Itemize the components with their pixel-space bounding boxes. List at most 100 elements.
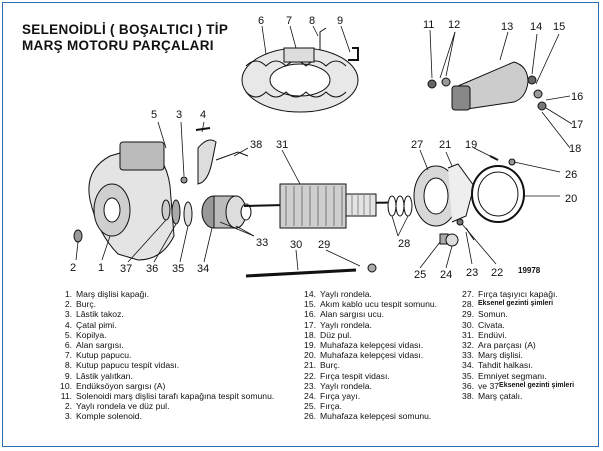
legend-item-number: 18. [304, 329, 316, 340]
cover-band-drawing [471, 158, 525, 223]
legend-item: 6.Alan sargısı. [52, 340, 274, 350]
legend-item-text: Muhafaza kelepçesi vidası. [320, 340, 424, 351]
callout-18: 18 [569, 143, 581, 155]
legend-item-text: Ara parçası (A) [478, 340, 536, 351]
legend-item-text: Fırça taşıyıcı kapağı. [478, 289, 558, 299]
pinion-drawing [201, 195, 252, 229]
legend-item: 21.Burç. [296, 360, 437, 370]
legend-item-number: 36. [462, 380, 474, 391]
callout-21: 21 [439, 139, 451, 151]
legend-item-text: Kutup papucu tespit vidası. [76, 360, 180, 371]
legend-column-1: 1.Marş dişlisi kapağı.2.Burç.3.Lâstik ta… [52, 289, 274, 422]
legend-item: 31.Endüvi. [454, 330, 574, 340]
diagram-title: SELENOİDLİ ( BOŞALTICI ) TİP MARŞ MOTORU… [22, 22, 228, 54]
callout-29: 29 [318, 239, 330, 251]
legend-item: 30.Civata. [454, 320, 574, 330]
legend-item-number: 6. [64, 340, 72, 351]
legend-item-number: 38. [462, 391, 474, 402]
legend-item-number: 16. [304, 309, 316, 320]
legend-item-text: Marş çatalı. [478, 391, 523, 402]
callout-38: 38 [250, 139, 262, 151]
legend-item-text: Civata. [478, 319, 505, 330]
legend-item-text: Kopilya. [76, 329, 107, 340]
legend-item-number: 14. [304, 289, 316, 299]
legend-item-number: 8. [64, 360, 72, 371]
legend-item-number: 26. [304, 411, 316, 422]
callout-25: 25 [414, 269, 426, 281]
callout-labels: 6 7 8 9 11 12 13 14 15 16 17 18 5 3 4 38… [70, 15, 583, 281]
legend-item-text: Endüksöyon sargısı (A) [76, 380, 166, 391]
callout-34: 34 [197, 263, 209, 275]
legend-item: 23. Yaylı rondela. [296, 381, 437, 391]
callout-31: 31 [276, 139, 288, 151]
legend-item-text: Somun. [478, 309, 508, 320]
callout-13: 13 [501, 21, 513, 33]
legend-item: 8. Kutup papucu tespit vidası. [52, 360, 274, 370]
legend-item-text: Yaylı rondela. [320, 289, 372, 299]
legend-item: 17.Yaylı rondela. [296, 320, 437, 330]
legend-item-number: 32. [462, 340, 474, 351]
brush-end-cover-drawing [413, 163, 475, 227]
legend-item: 20.Muhafaza kelepçesi vidası. [296, 350, 437, 360]
legend-item-number: 35. [462, 370, 474, 381]
leader-lines [75, 25, 573, 271]
legend-item: 2.Burç. [52, 299, 274, 309]
legend-item-text: Fırça tespit vidası. [320, 370, 390, 381]
legend-item-text: Alan sargısı ucu. [320, 309, 385, 320]
legend-item-number: 19. [304, 340, 316, 351]
legend-item-number: 17. [304, 319, 316, 330]
legend-item-text: Muhafaza kelepçesi somunu. [320, 411, 432, 422]
callout-2: 2 [70, 262, 76, 274]
legend-item-number: 10. [60, 380, 72, 391]
callout-17: 17 [571, 119, 583, 131]
callout-14: 14 [530, 21, 542, 33]
callout-35: 35 [172, 263, 184, 275]
legend-item-number: 9. [64, 370, 72, 381]
legend-item: 28.Eksenel gezinti şimleri [454, 299, 574, 309]
legend-item: 18. Düz pul. [296, 330, 437, 340]
legend-item: 5. Kopilya. [52, 330, 274, 340]
legend-item-number: 3. [64, 309, 72, 320]
legend-item-text: Burç. [76, 299, 97, 310]
legend-item-extra: Eksenel gezinti şimleri [499, 381, 575, 389]
legend-item-number: 27. [462, 289, 474, 299]
callout-16: 16 [571, 91, 583, 103]
legend-item-text: Düz pul. [320, 329, 352, 340]
legend-item-number: 21. [304, 360, 316, 371]
legend-item-number: 34. [462, 360, 474, 371]
callout-36: 36 [146, 263, 158, 275]
callout-6: 6 [258, 15, 264, 27]
legend-item-number: 33. [462, 350, 474, 361]
legend-item-number: 28. [462, 299, 474, 310]
legend-item-number: 5. [64, 329, 72, 340]
legend-item-text: Emniyet segmanı. [478, 370, 547, 381]
legend-item-number: 29. [462, 309, 474, 320]
legend-item-number: 4. [64, 319, 72, 330]
callout-3: 3 [176, 109, 182, 121]
title-line-1: SELENOİDLİ ( BOŞALTICI ) TİP [22, 22, 229, 37]
callout-24: 24 [440, 269, 452, 281]
callout-4: 4 [200, 109, 206, 121]
legend-item-number: 23. [304, 380, 316, 391]
callout-11: 11 [423, 19, 434, 31]
legend-item-text: Marş dişlisi. [478, 350, 523, 361]
drive-lever-drawing [180, 127, 249, 185]
legend-item-number: 24. [304, 391, 316, 402]
legend-item: 27. Fırça taşıyıcı kapağı. [454, 289, 574, 299]
legend-item-text: Yaylı rondela. [320, 380, 372, 391]
legend-item-text: Komple solenoid. [76, 411, 142, 422]
legend-item-number: 1. [64, 289, 72, 299]
title-line-2: MARŞ MOTORU PARÇALARI [22, 38, 214, 53]
legend-item: 3.Lâstik takoz. [52, 309, 274, 319]
legend-item: 11.Solenoidi marş dişlisi tarafı kapağın… [52, 391, 275, 401]
legend-item-text: ve 37 [478, 380, 500, 391]
callout-23: 23 [466, 267, 478, 279]
legend-item-text: Kutup papucu. [76, 350, 132, 361]
legend-item: 9.Lâstik yalıtkan. [52, 371, 274, 381]
legend-item: 26. Muhafaza kelepçesi somunu. [296, 411, 437, 421]
legend-item-text: Çatal pimi. [76, 319, 117, 330]
drive-end-housing-drawing [73, 141, 193, 261]
legend-item: 10. Endüksöyon sargısı (A) [52, 381, 274, 391]
